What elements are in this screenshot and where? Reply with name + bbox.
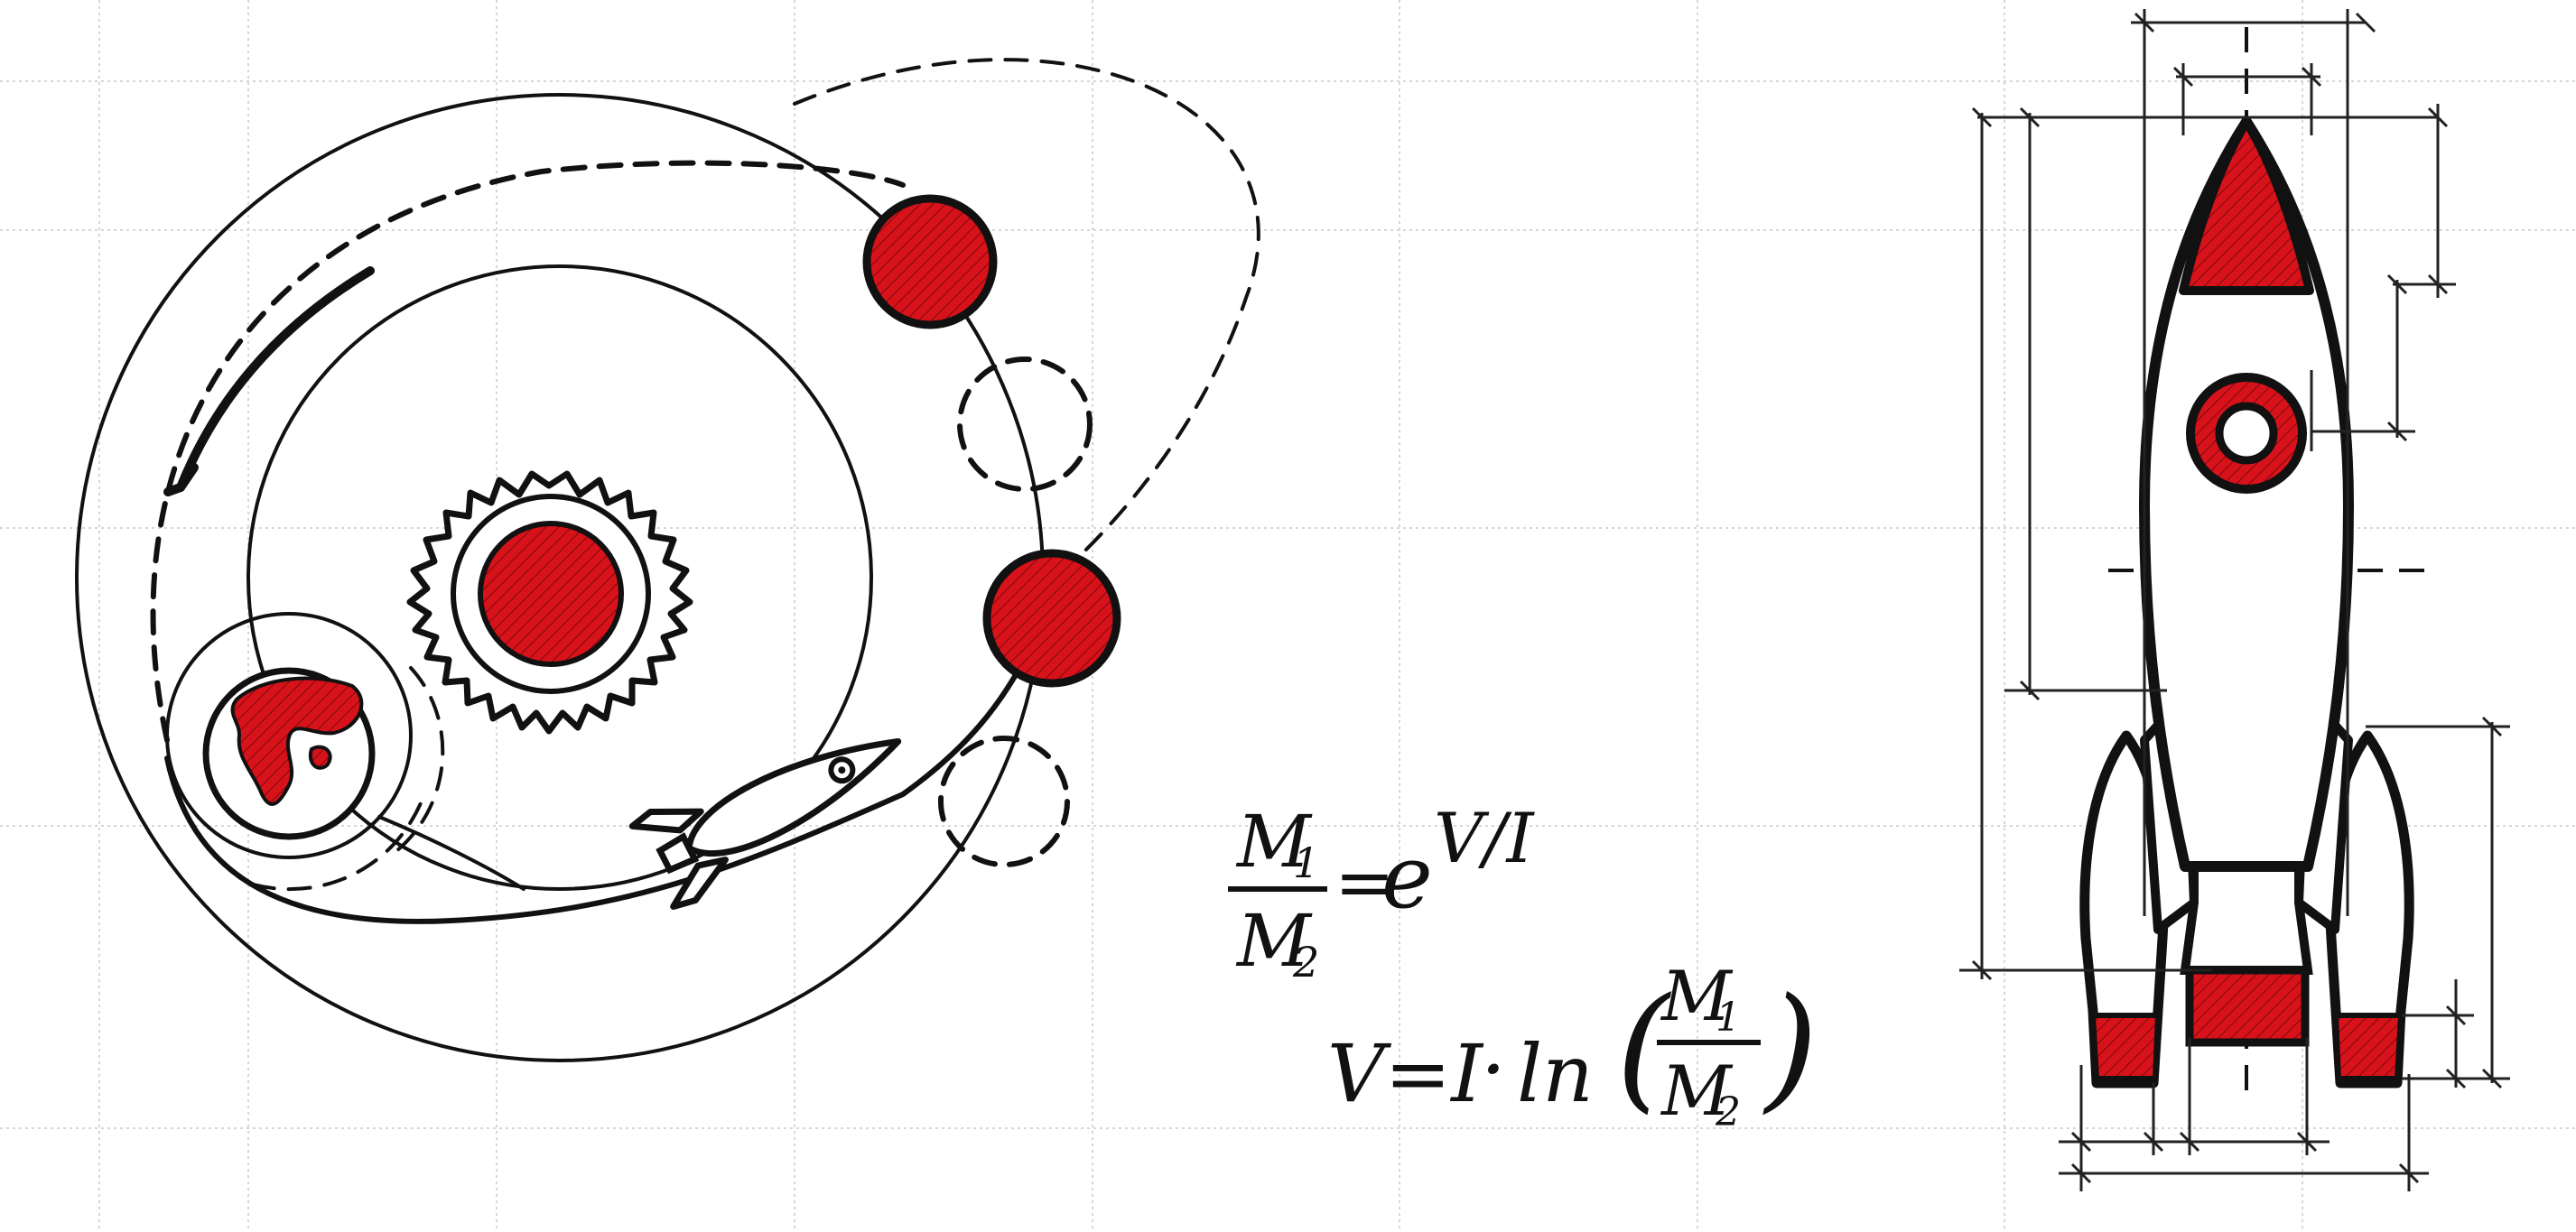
planet-right-icon (982, 549, 1121, 688)
transfer-trajectory (150, 160, 906, 743)
eq1-denominator-sub: 2 (1292, 938, 1319, 987)
planet-ghost-bottom (938, 736, 1070, 867)
eq2-denominator-sub: 2 (1715, 1089, 1741, 1135)
rocket-body (2139, 116, 2354, 872)
eq2-numerator-sub: 1 (1716, 995, 1741, 1041)
earth-swing-arc (377, 815, 525, 891)
rocket-nose-cone (2179, 117, 2314, 295)
eq2-dot: · (1481, 1023, 1506, 1116)
eq1-equals: = (1334, 840, 1395, 924)
eq2-lhs: V=I (1327, 1027, 1484, 1120)
earth-departure-dash (251, 792, 426, 892)
formula-block: M 1 M 2 = e V/I V=I · ln ( M 1 M 2 ) (1228, 798, 1818, 1135)
eq2-open-paren: ( (1616, 969, 1672, 1126)
engine-exhaust (2185, 966, 2310, 1047)
rocket-trajectory (164, 647, 1032, 924)
eq1-numerator-sub: 1 (1293, 838, 1319, 887)
planet-top-icon (862, 194, 998, 329)
eq1-numerator: M (1235, 800, 1313, 884)
orbit-diagram (75, 58, 1260, 1062)
dimension-lines (1959, 9, 2510, 1191)
eq1-exponent: V/I (1434, 798, 1535, 878)
eq2-denominator: M (1660, 1051, 1734, 1131)
inner-orbit (246, 264, 873, 891)
earth-continent (230, 676, 364, 806)
eq1-base: e (1381, 827, 1433, 928)
return-trajectory (793, 58, 1260, 579)
eq2-func: ln (1517, 1027, 1594, 1120)
eq2-close-paren: ) (1762, 969, 1818, 1126)
earth-local-dash (386, 666, 445, 859)
eq1-denominator: M (1235, 899, 1313, 983)
direction-arrowhead (163, 463, 199, 496)
planet-ghost-top (957, 357, 1093, 492)
small-rocket-icon (628, 737, 902, 910)
direction-arrow (176, 266, 375, 492)
eq2-numerator: M (1660, 956, 1734, 1036)
earth-local-orbit (165, 612, 413, 859)
rocket-blueprint (1959, 9, 2510, 1191)
engine-section (2180, 862, 2313, 975)
